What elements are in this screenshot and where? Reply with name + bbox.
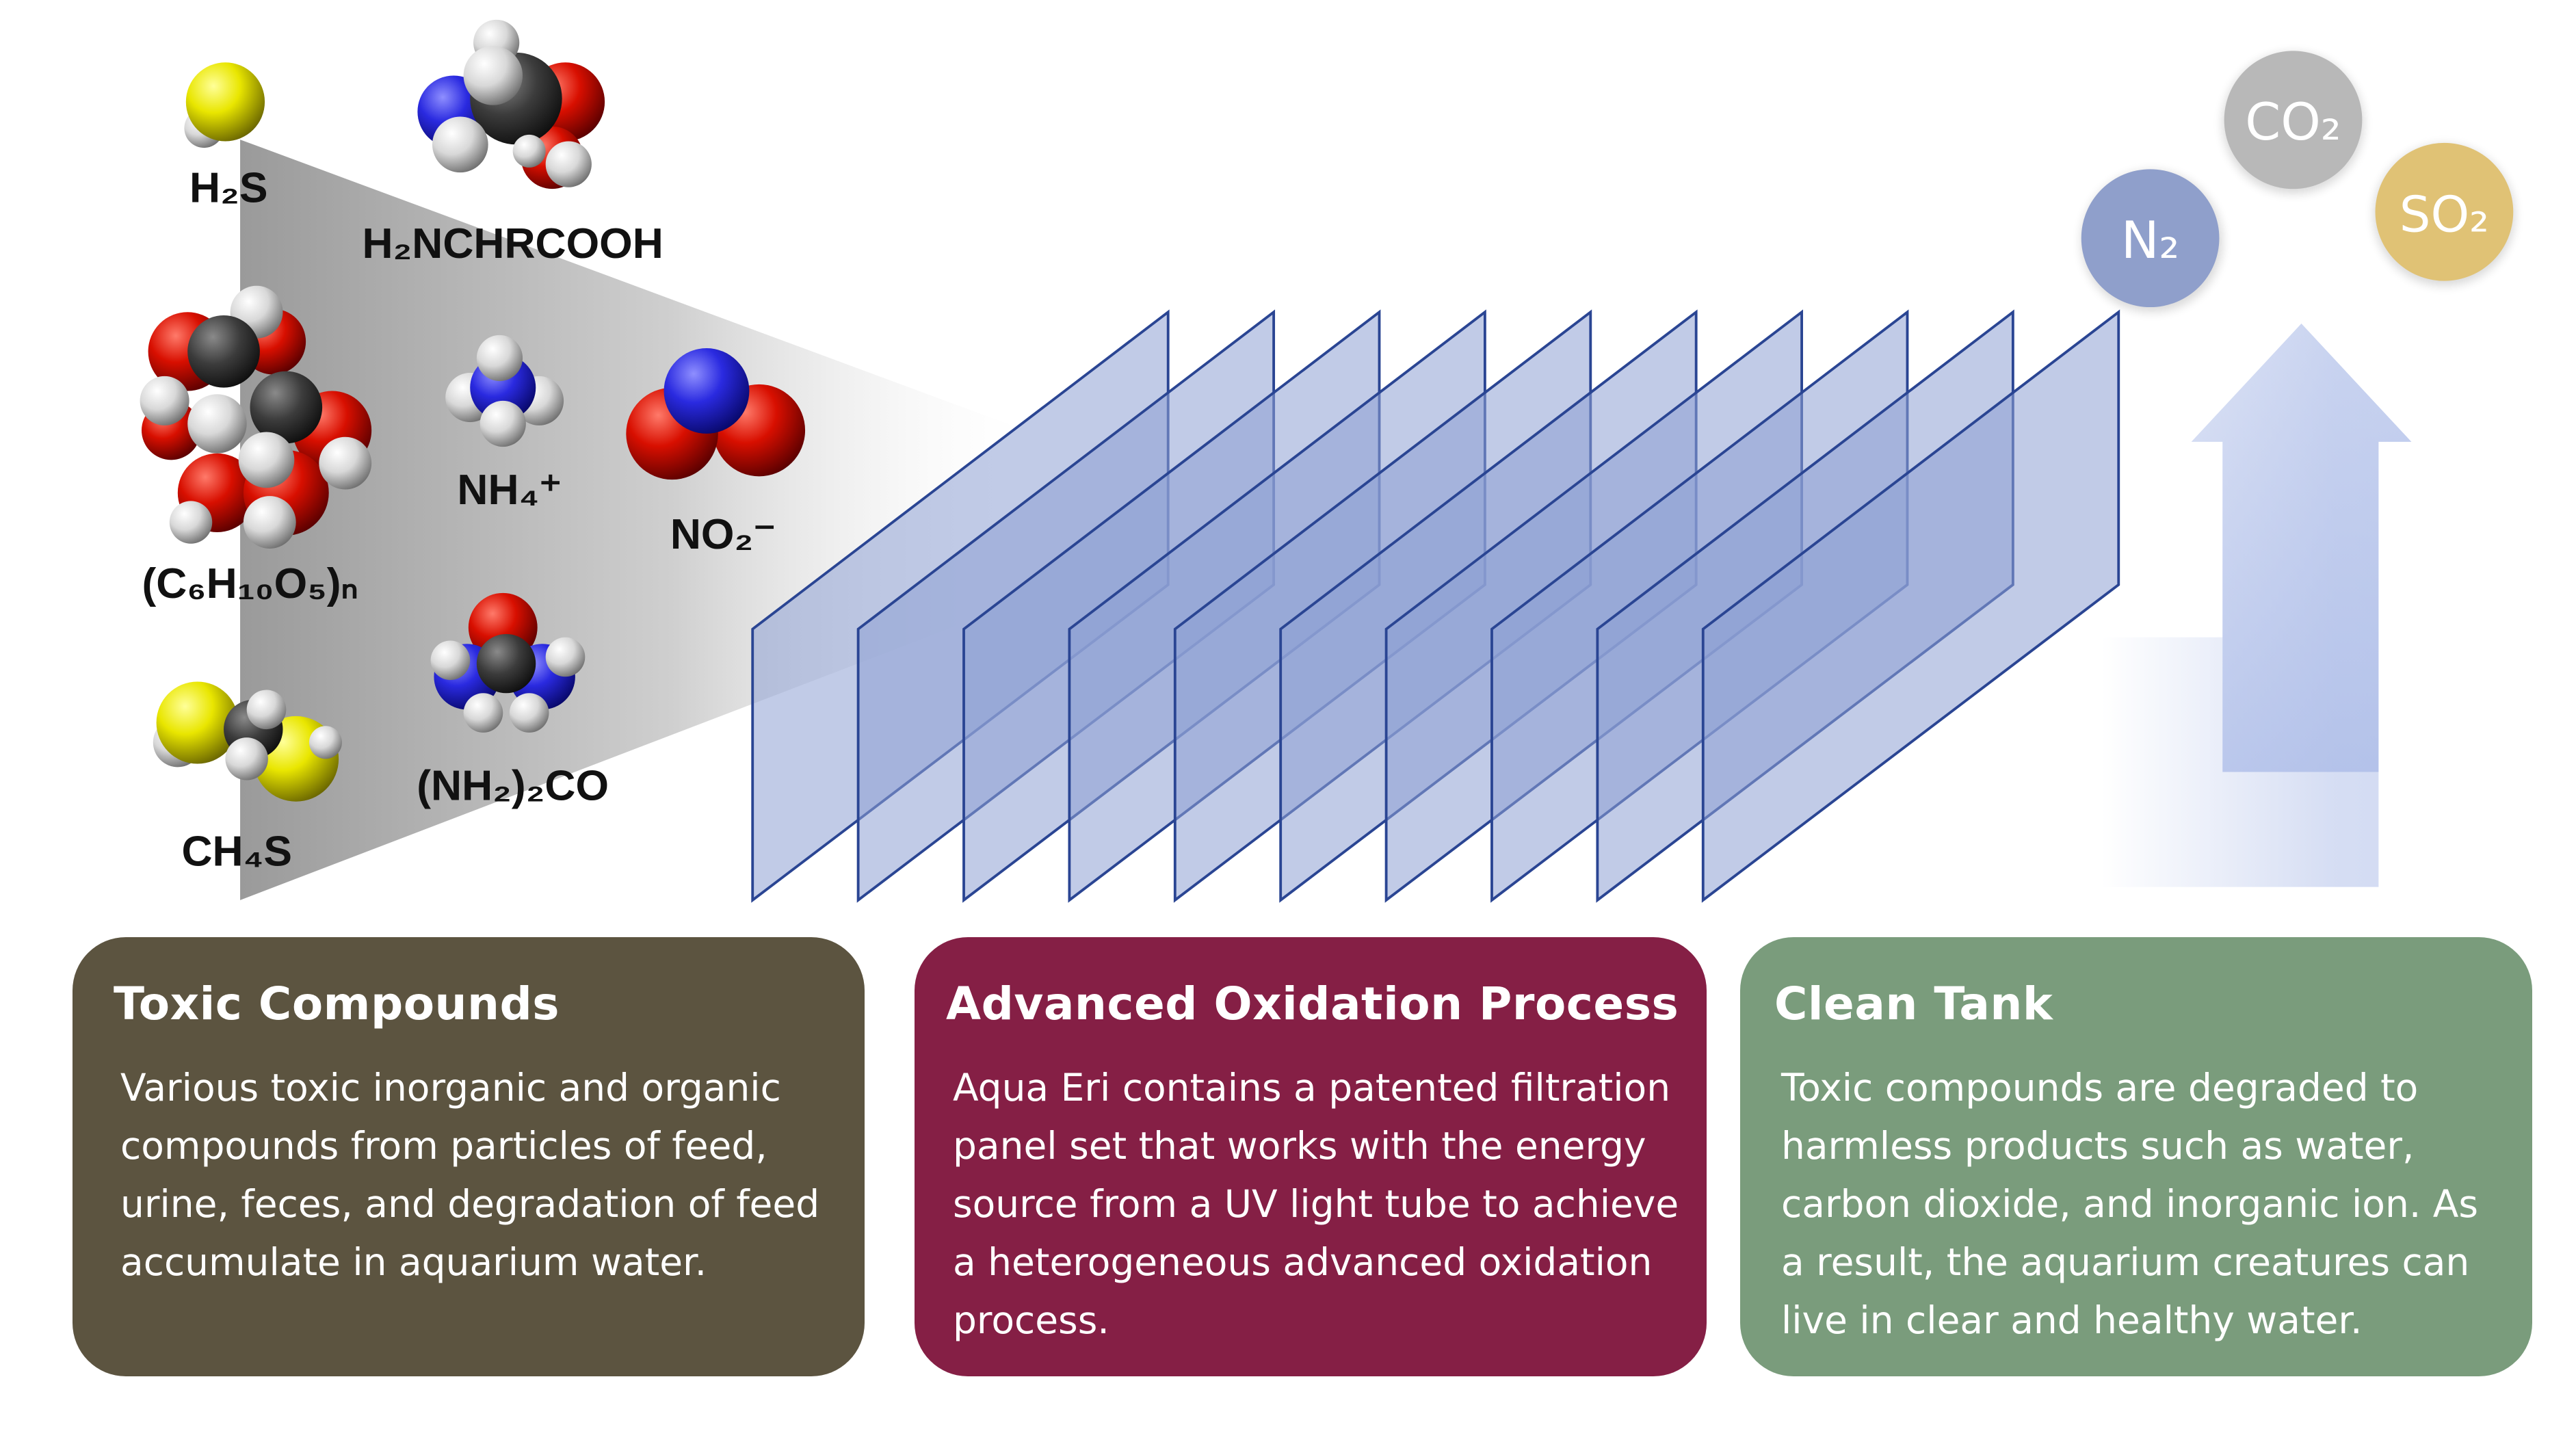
formula-amino-acid: H₂NCHRCOOH <box>363 220 663 267</box>
light-beam <box>240 140 1025 900</box>
filtration-panel-set <box>751 309 2120 903</box>
cellulose-icon <box>140 285 372 549</box>
advanced-oxidation-body: Aqua Eri contains a patented filtration … <box>953 1066 1679 1342</box>
amino-acid-icon <box>417 19 605 189</box>
nitrite-icon <box>626 348 806 480</box>
filtration-panel <box>1701 309 2120 903</box>
toxic-compounds-body: Various toxic inorganic and organic comp… <box>120 1066 820 1284</box>
gas-n2 <box>2081 51 2515 313</box>
formula-ammonium: NH₄⁺ <box>457 466 562 514</box>
gas-label-so2: SO₂ <box>2400 186 2489 244</box>
upward-arrow-icon <box>2101 324 2412 887</box>
methanethiol-icon <box>153 681 342 802</box>
urea-icon <box>430 592 586 733</box>
gas-label-co2: CO₂ <box>2245 92 2341 152</box>
formula-urea: (NH₂)₂CO <box>417 761 609 809</box>
formula-nitrite: NO₂⁻ <box>670 510 776 558</box>
ammonium-icon <box>445 335 564 447</box>
clean-tank-card: Clean Tank Toxic compounds are degraded … <box>1740 937 2532 1376</box>
clean-tank-body: Toxic compounds are degraded to harmless… <box>1781 1066 2479 1342</box>
clean-tank-title: Clean Tank <box>1774 978 2053 1030</box>
formula-h2s: H₂S <box>189 163 267 211</box>
formula-methanethiol: CH₄S <box>182 827 293 875</box>
formula-cellulose: (C₆H₁₀O₅)ₙ <box>142 560 358 607</box>
gas-label-n2: N₂ <box>2121 211 2180 270</box>
advanced-oxidation-card: Advanced Oxidation Process Aqua Eri cont… <box>915 937 1707 1376</box>
toxic-compounds-title: Toxic Compounds <box>114 978 560 1030</box>
toxic-compounds-card: Toxic Compounds Various toxic inorganic … <box>73 937 865 1376</box>
advanced-oxidation-title: Advanced Oxidation Process <box>946 978 1679 1030</box>
hydrogen-sulfide-icon <box>184 62 265 148</box>
